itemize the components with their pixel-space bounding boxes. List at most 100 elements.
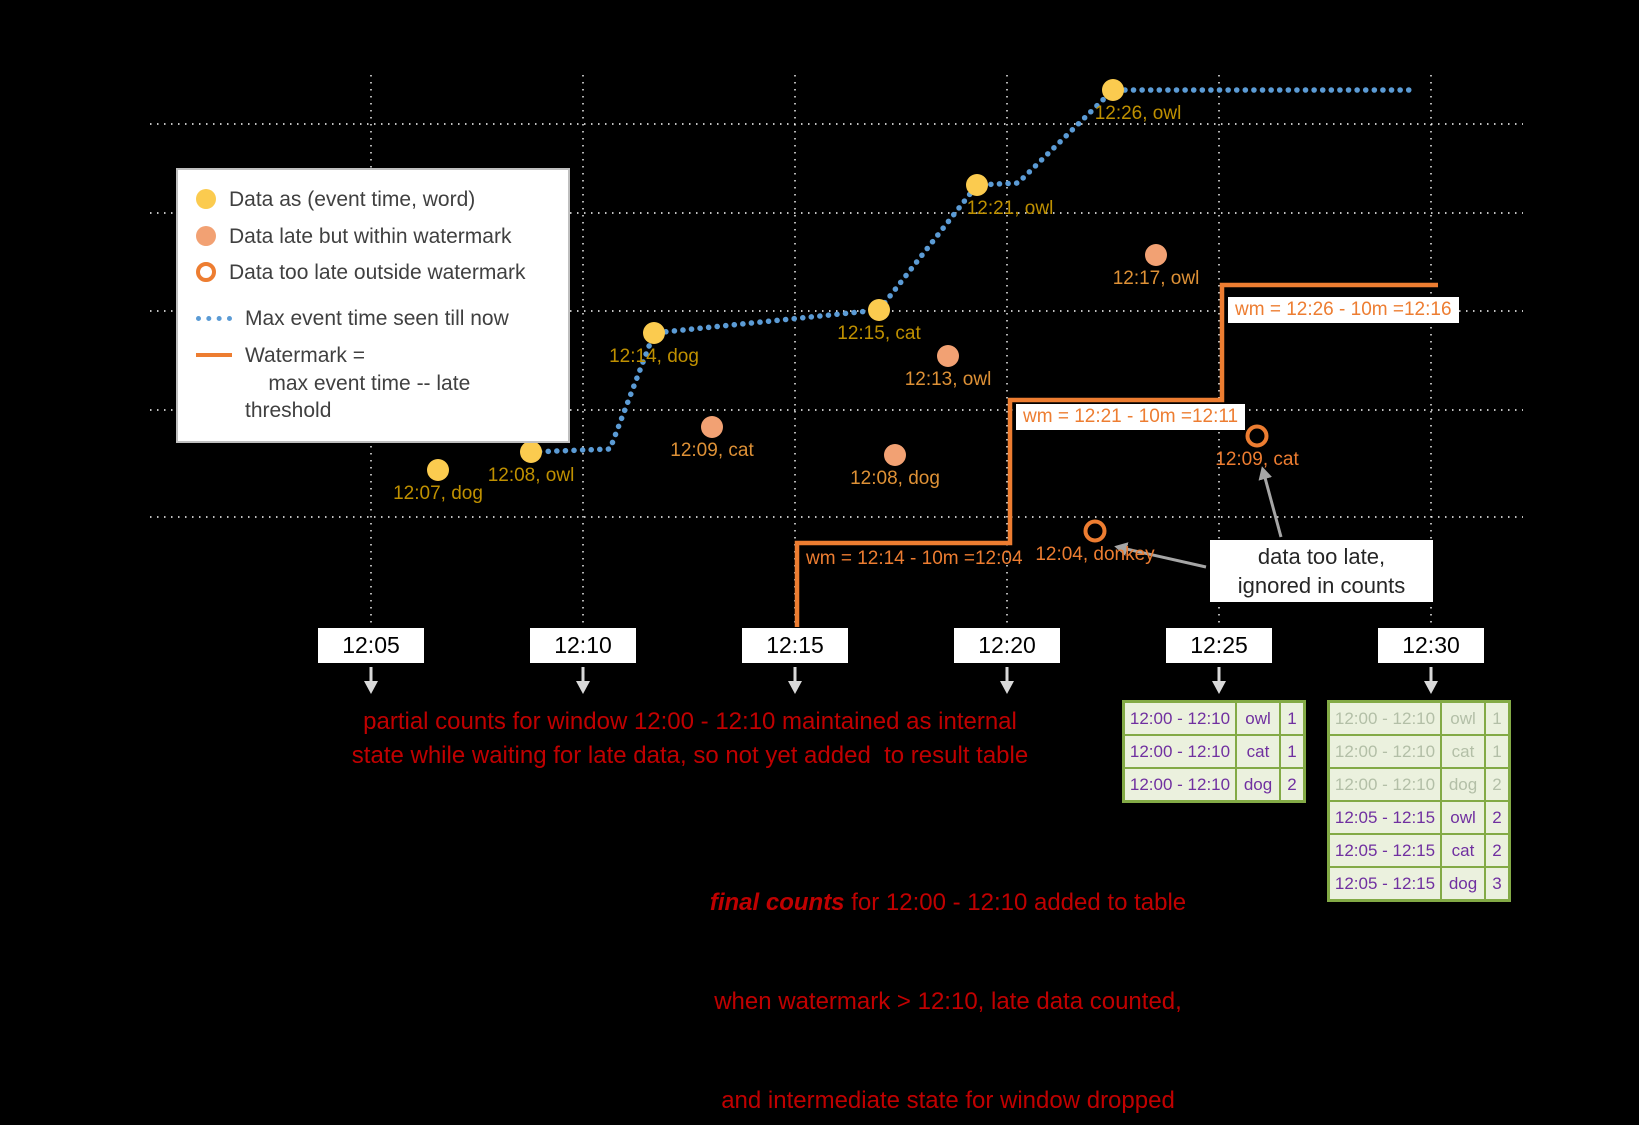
final-counts-line1: final counts for 12:00 - 12:10 added to … — [640, 886, 1256, 919]
final-counts-line2: when watermark > 12:10, late data counte… — [714, 988, 1182, 1015]
result-cell-cnt: 1 — [1279, 700, 1306, 736]
solid-line-icon — [196, 352, 232, 357]
result-cell-cnt: 1 — [1279, 734, 1306, 769]
dotted-line-icon — [196, 316, 232, 322]
legend-label: Data too late outside watermark — [229, 261, 526, 285]
legend-label: Watermark = max event time -- late thres… — [245, 343, 471, 423]
final-counts-line3: and intermediate state for window droppe… — [721, 1087, 1175, 1114]
on-time-dot-icon — [196, 189, 216, 209]
data-point-late-icon — [701, 416, 723, 438]
legend-item-on-time: Data as (event time, word) — [196, 186, 558, 214]
result-cell-cnt: 1 — [1484, 734, 1511, 769]
result-cell-word: cat — [1440, 833, 1486, 868]
watermark-line — [794, 282, 1438, 627]
data-point-on-time-icon — [868, 299, 890, 321]
final-counts-note: final counts for 12:00 - 12:10 added to … — [640, 820, 1256, 1125]
data-point-label: 12:07, dog — [393, 483, 483, 504]
result-cell-word: dog — [1440, 767, 1486, 802]
too-late-callout: data too late, ignored in counts — [1210, 540, 1433, 602]
data-point-too-late-icon — [1083, 519, 1107, 543]
axis-time-label: 12:20 — [954, 628, 1060, 663]
data-point-late-icon — [937, 345, 959, 367]
data-point-on-time-icon — [966, 174, 988, 196]
data-point-late-icon — [1145, 244, 1167, 266]
data-point-late-icon — [884, 444, 906, 466]
legend-label: Data late but within watermark — [229, 224, 512, 248]
data-point-label: 12:21, owl — [966, 198, 1054, 219]
data-point-label: 12:08, owl — [487, 465, 575, 486]
too-late-ring-icon — [196, 262, 216, 283]
axis-time-label: 12:10 — [530, 628, 636, 663]
data-point-label: 12:08, dog — [850, 468, 940, 489]
result-cell-win: 12:00 - 12:10 — [1327, 767, 1442, 802]
axis-time-label: 12:25 — [1166, 628, 1272, 663]
too-late-pointer-arrow-icon — [1258, 466, 1283, 538]
data-point-on-time-icon — [643, 322, 665, 344]
data-point-label: 12:26, owl — [1094, 103, 1182, 124]
result-cell-win: 12:05 - 12:15 — [1327, 866, 1442, 902]
result-cell-win: 12:00 - 12:10 — [1122, 700, 1237, 736]
axis-time-label: 12:05 — [318, 628, 424, 663]
watermark-value-label: wm = 12:14 - 10m =12:04 — [806, 548, 1023, 569]
late-dot-icon — [196, 225, 216, 246]
legend-label: Max event time seen till now — [245, 307, 509, 331]
final-counts-line1-rest: for 12:00 - 12:10 added to table — [844, 889, 1187, 916]
partial-counts-note: partial counts for window 12:00 - 12:10 … — [351, 708, 1029, 769]
result-cell-win: 12:00 - 12:10 — [1122, 734, 1237, 769]
legend-item-watermark: Watermark = max event time -- late thres… — [196, 342, 558, 425]
result-cell-word: cat — [1235, 734, 1281, 769]
result-cell-cnt: 2 — [1279, 767, 1306, 803]
data-point-on-time-icon — [1102, 79, 1124, 101]
final-counts-emphasis: final counts — [709, 889, 845, 916]
legend-label: Data as (event time, word) — [229, 188, 476, 211]
data-point-label: 12:09, cat — [1215, 449, 1299, 470]
result-cell-cnt: 1 — [1484, 700, 1511, 736]
result-cell-cnt: 2 — [1484, 800, 1511, 835]
result-cell-word: cat — [1440, 734, 1486, 769]
watermark-value-label: wm = 12:21 - 10m =12:11 — [1016, 404, 1246, 430]
data-point-label: 12:15, cat — [837, 323, 921, 344]
result-cell-win: 12:00 - 12:10 — [1327, 700, 1442, 736]
result-cell-word: owl — [1235, 700, 1281, 736]
result-cell-word: owl — [1440, 800, 1486, 835]
result-cell-win: 12:00 - 12:10 — [1122, 767, 1237, 803]
result-cell-cnt: 2 — [1484, 767, 1511, 802]
data-point-label: 12:14, dog — [609, 346, 699, 367]
axis-time-label: 12:30 — [1378, 628, 1484, 663]
result-cell-cnt: 2 — [1484, 833, 1511, 868]
data-point-too-late-icon — [1245, 424, 1269, 448]
axis-time-label: 12:15 — [742, 628, 848, 663]
watermark-value-label: wm = 12:26 - 10m =12:16 — [1228, 297, 1459, 323]
too-late-pointer-arrow-icon — [1114, 542, 1207, 569]
data-point-label: 12:17, owl — [1112, 268, 1200, 289]
data-point-label: 12:04, donkey — [1035, 544, 1155, 565]
result-cell-word: dog — [1235, 767, 1281, 803]
legend-item-max-event-time: Max event time seen till now — [196, 305, 558, 333]
legend-item-late: Data late but within watermark — [196, 223, 558, 251]
legend-item-too-late: Data too late outside watermark — [196, 259, 558, 287]
result-cell-word: dog — [1440, 866, 1486, 902]
data-point-label: 12:09, cat — [670, 440, 754, 461]
result-cell-win: 12:00 - 12:10 — [1327, 734, 1442, 769]
data-point-on-time-icon — [427, 459, 449, 481]
data-point-on-time-icon — [520, 441, 542, 463]
result-cell-cnt: 3 — [1484, 866, 1511, 902]
data-point-label: 12:13, owl — [904, 369, 992, 390]
legend: Data as (event time, word) Data late but… — [176, 168, 570, 444]
max-event-time-line — [528, 87, 1417, 455]
